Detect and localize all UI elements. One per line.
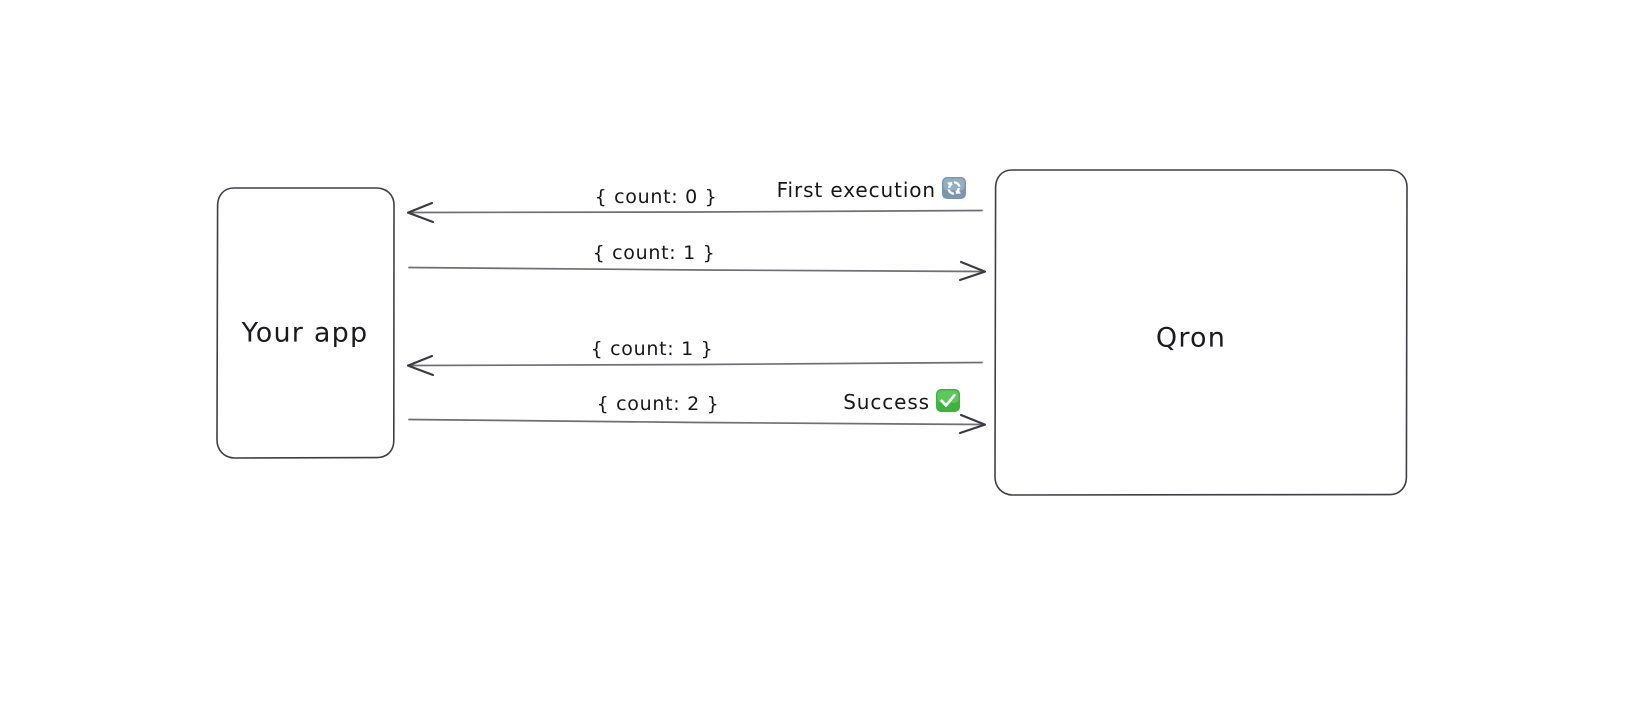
message-3-label: { count: 1 } [591, 338, 714, 360]
success-label: Success [843, 390, 930, 414]
annotation-first-execution[interactable]: First execution [777, 177, 966, 202]
message-2[interactable]: { count: 1 } [408, 242, 987, 282]
your-app-box[interactable] [216, 187, 395, 459]
message-2-line [408, 266, 983, 273]
message-1-label: { count: 0 } [595, 186, 718, 208]
node-your-app[interactable]: Your app [216, 187, 395, 459]
message-1-line [411, 209, 983, 214]
first-execution-label: First execution [777, 178, 936, 202]
check-badge-icon [936, 389, 960, 412]
annotation-success[interactable]: Success [843, 389, 960, 414]
message-4-arrowhead-right [958, 413, 987, 435]
message-4-label: { count: 2 } [597, 393, 720, 415]
qron-label: Qron [1156, 323, 1226, 354]
message-2-arrowhead-right [958, 260, 987, 282]
message-2-label: { count: 1 } [593, 242, 716, 264]
message-4[interactable]: { count: 2 } [408, 393, 987, 435]
qron-box[interactable] [994, 169, 1408, 496]
message-4-line [408, 418, 983, 426]
your-app-label: Your app [241, 318, 369, 349]
message-1[interactable]: { count: 0 } [406, 186, 983, 224]
message-3[interactable]: { count: 1 } [406, 338, 983, 377]
message-3-line [411, 361, 983, 367]
message-1-arrowhead-left [406, 201, 435, 224]
message-3-arrowhead-left [406, 354, 435, 377]
sync-badge-icon [942, 177, 966, 199]
node-qron[interactable]: Qron [994, 169, 1408, 496]
